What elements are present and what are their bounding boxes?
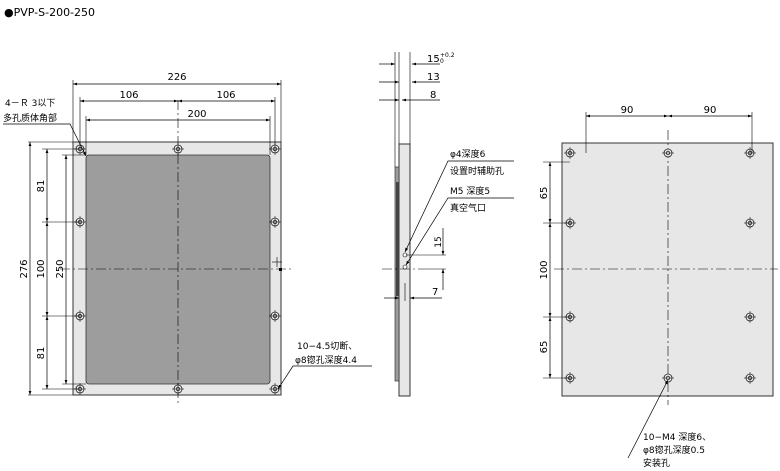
corner-radius-note: 4－Ｒ 3以下 [5, 99, 55, 109]
dim-back-bottom-pitch: 65 [539, 341, 550, 354]
side-view: 15 +0.2 0 13 8 φ4深度6 设置时辅助孔 M5 深度5 真空气口 … [379, 52, 514, 397]
back-hole-note-1: 10−M4 深度6、 [643, 431, 711, 443]
pin-hole-note-1: φ4深度6 [450, 148, 486, 160]
dim-port-offset: 7 [432, 287, 438, 298]
tolerance-lower: 0 [440, 58, 444, 65]
dim-bottom-pitch: 81 [36, 347, 47, 360]
front-hole-note-1: 10−4.5切断、 [297, 340, 357, 352]
front-view: 226 106 106 200 276 81 100 81 250 4－Ｒ 3以… [3, 72, 372, 405]
dim-thickness-8: 8 [430, 90, 436, 101]
dim-thickness-13: 13 [427, 72, 440, 83]
pin-hole-note-2: 设置时辅助孔 [450, 165, 504, 177]
dim-top-pitch: 81 [36, 180, 47, 193]
dim-port-height: 15 [434, 236, 444, 247]
dim-pad-width: 200 [187, 109, 206, 120]
front-hole-note-2: φ8锪孔深度4.4 [295, 354, 357, 366]
port-note-2: 真空气口 [450, 202, 486, 214]
corner-porous-note: 多孔质体角部 [3, 112, 57, 124]
back-plate [561, 142, 774, 397]
dim-overall-width: 226 [167, 72, 186, 83]
dim-overall-height: 276 [19, 259, 30, 278]
model-title: ●PVP-S-200-250 [4, 6, 95, 19]
side-dark-layer [396, 182, 399, 296]
dim-half-left: 106 [119, 90, 138, 101]
side-body [398, 143, 411, 397]
dim-back-top-pitch: 65 [539, 187, 550, 200]
back-hole-note-2: φ8锪孔深度0.5 [643, 444, 705, 456]
port-note-1: M5 深度5 [450, 185, 490, 197]
back-view: 90 90 65 100 65 10−M4 深度6、 φ8锪孔深度0.5 安装孔 [539, 105, 778, 469]
dim-pad-height: 250 [55, 259, 66, 278]
dim-half-right: 106 [216, 90, 235, 101]
dim-middle-pitch: 100 [36, 259, 47, 278]
tolerance-upper: +0.2 [440, 52, 455, 59]
back-hole-note-3: 安装孔 [643, 457, 670, 469]
dim-total-thickness: 15 [427, 54, 440, 65]
dim-back-middle-pitch: 100 [539, 260, 550, 279]
dim-back-pitch-right: 90 [704, 105, 717, 116]
dim-back-pitch-left: 90 [621, 105, 634, 116]
